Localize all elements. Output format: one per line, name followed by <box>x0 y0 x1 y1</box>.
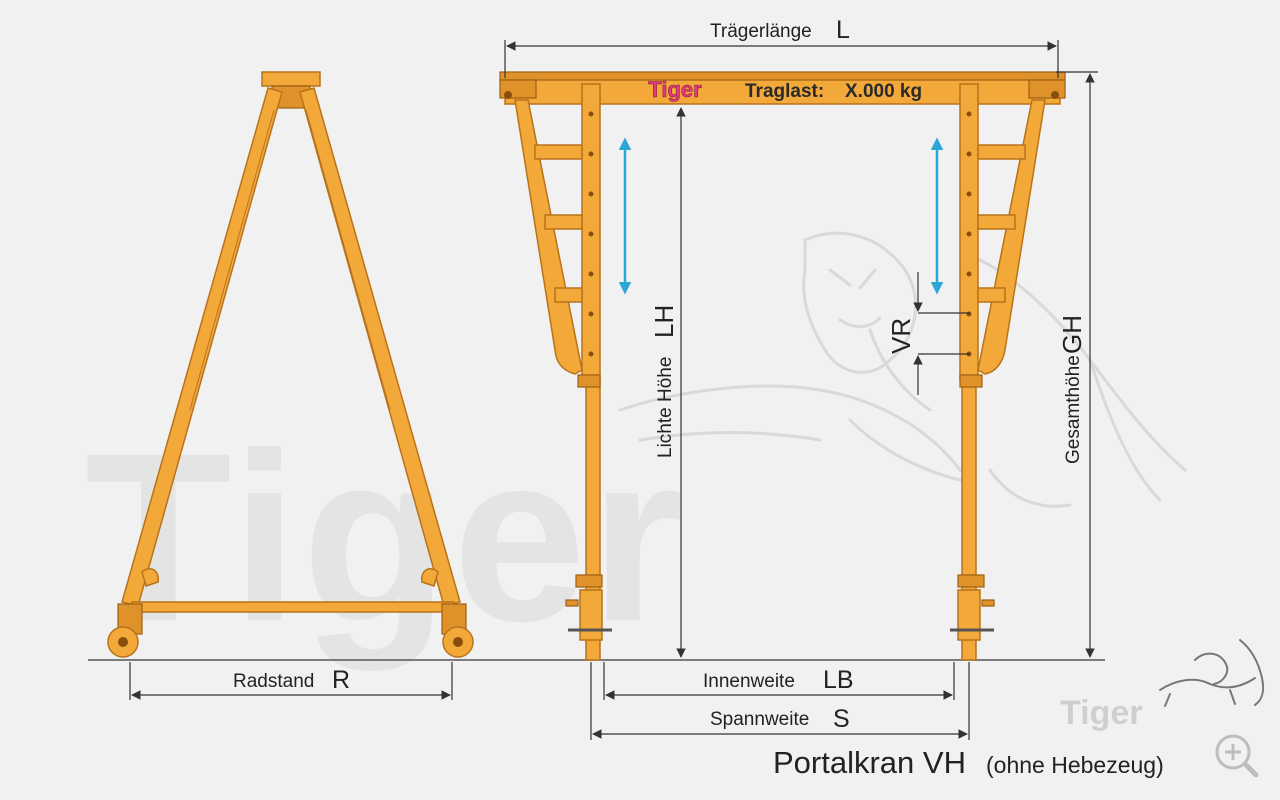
span-label: Spannweite <box>710 709 809 730</box>
zoom-in-icon[interactable] <box>1215 734 1259 778</box>
span-symbol: S <box>833 705 850 733</box>
caption-title: Portalkran VH <box>773 745 966 780</box>
beam-brand-label: Tiger <box>648 77 702 102</box>
beam-load-label: Traglast: <box>745 81 824 102</box>
tiger-icon <box>1159 639 1265 707</box>
inner-width-label: Innenweite <box>703 671 795 692</box>
side-view-a-frame <box>107 71 474 658</box>
beam-length-label: Trägerlänge <box>710 21 812 42</box>
clear-height-symbol: LH <box>649 305 679 338</box>
tiger-watermark <box>618 231 1187 508</box>
total-height-label: Gesamthöhe <box>1063 355 1084 464</box>
front-view-portal <box>499 71 1066 661</box>
beam-load-value: X.000 kg <box>845 81 922 102</box>
tiger-logo: Tiger <box>1060 639 1265 732</box>
caption-subtitle: (ohne Hebezeug) <box>986 752 1164 778</box>
adjust-range-symbol: VR <box>886 318 916 354</box>
wheelbase-symbol: R <box>332 666 350 694</box>
wheelbase-label: Radstand <box>233 671 314 692</box>
beam-length-symbol: L <box>836 16 850 44</box>
total-height-symbol: GH <box>1057 315 1087 354</box>
clear-height-label: Lichte Höhe <box>655 357 676 458</box>
inner-width-symbol: LB <box>823 666 854 694</box>
logo-text: Tiger <box>1060 694 1143 732</box>
